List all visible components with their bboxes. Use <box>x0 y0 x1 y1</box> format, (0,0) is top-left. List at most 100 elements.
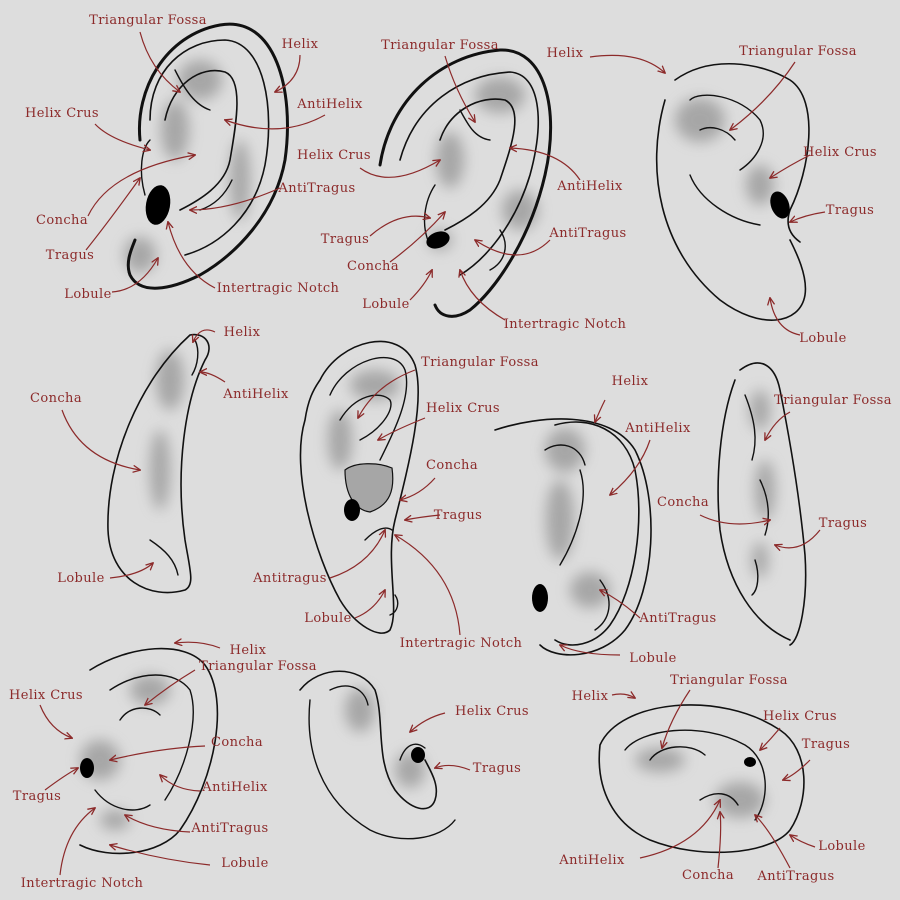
ear-2-antitragus-label: AntiTragus <box>548 226 626 241</box>
ear-4-lobule-label: Lobule <box>57 571 104 586</box>
ear-10-antihelix-arrow <box>639 800 720 859</box>
ear-1-antitragus-label: AntiTragus <box>277 181 355 196</box>
ear-1-antihelix-arrow <box>225 114 326 130</box>
ear-2-lobule-arrow <box>409 270 432 301</box>
ear-8-concha-arrow <box>110 745 206 760</box>
ear-9-tragus-label: Tragus <box>473 761 521 776</box>
ear-3-shading <box>675 98 774 205</box>
ear-2-triangular-fossa-label: Triangular Fossa <box>381 38 499 53</box>
ear-10-helix-crus-arrow <box>760 727 781 750</box>
ear-8-intertragic-notch-arrow <box>59 808 95 876</box>
ear-5-intertragic-notch-label: Intertragic Notch <box>400 636 523 651</box>
ear-8-antitragus-arrow <box>125 815 191 833</box>
ear-1-tragus-label: Tragus <box>46 248 94 263</box>
ear-5-concha-label: Concha <box>426 458 478 473</box>
ear-7-triangular-fossa-label: Triangular Fossa <box>774 393 892 408</box>
ear-8-helix-label: Helix <box>230 643 267 658</box>
ear-10-helix-label: Helix <box>572 689 609 704</box>
ear-9-helix-crus-arrow <box>410 712 446 732</box>
ear-5-lobule-arrow <box>354 590 385 619</box>
ear-1-intertragic-notch-label: Intertragic Notch <box>217 281 340 296</box>
ear-2-canal <box>426 231 450 249</box>
ear-10-outline <box>598 704 805 854</box>
ear-1-intertragic-notch-arrow <box>168 222 216 289</box>
ear-2-helix-arrow <box>589 54 665 73</box>
ear-1-helix-arrow <box>275 54 301 92</box>
ear-8-antitragus-label: AntiTragus <box>190 821 268 836</box>
ear-1-triangular-fossa-arrow <box>139 31 180 92</box>
ear-1-lobule-arrow <box>111 258 158 293</box>
ear-10-tragus-label: Tragus <box>802 737 850 752</box>
ear-8-antihelix-arrow <box>160 775 201 792</box>
ear-1-antihelix-label: AntiHelix <box>296 97 363 112</box>
ear-2-antihelix-label: AntiHelix <box>556 179 623 194</box>
ear-5-canal <box>344 499 360 521</box>
ear-4-concha-arrow <box>61 409 140 470</box>
ear-8-helix-crus-arrow <box>39 704 72 738</box>
ear-8-intertragic-notch-label: Intertragic Notch <box>21 876 144 891</box>
ear-10-helix-arrow <box>611 694 635 698</box>
ear-8-concha-label: Concha <box>211 735 263 750</box>
ear-3-canal <box>770 191 790 219</box>
ear-6-antihelix-label: AntiHelix <box>624 421 691 436</box>
ear-3-triangular-fossa-label: Triangular Fossa <box>739 44 857 59</box>
ear-6-antitragus-arrow <box>600 590 641 619</box>
ear-4-helix-label: Helix <box>224 325 261 340</box>
ear-2-helix-crus-arrow <box>359 160 440 178</box>
ear-1-triangular-fossa-label: Triangular Fossa <box>89 13 207 28</box>
ear-10-lobule-arrow <box>790 835 816 848</box>
ear-3-tragus-arrow <box>790 211 826 222</box>
ear-2-intertragic-notch-arrow <box>460 270 506 321</box>
ear-1-helix-label: Helix <box>282 37 319 52</box>
ear-1-helix-crus-label: Helix Crus <box>25 106 99 121</box>
ear-8-triangular-fossa-label: Triangular Fossa <box>199 659 317 674</box>
ear-2-antihelix-arrow <box>510 148 581 181</box>
ear-7-tragus-arrow <box>775 529 821 548</box>
ear-7-shading <box>750 390 775 578</box>
ear-4-antihelix-arrow <box>200 372 226 383</box>
ear-2-lobule-label: Lobule <box>362 297 409 312</box>
ear-3-lobule-label: Lobule <box>799 331 846 346</box>
ear-9-helix-crus-label: Helix Crus <box>455 704 529 719</box>
ear-10-concha-label: Concha <box>682 868 734 883</box>
ear-4-antihelix-label: AntiHelix <box>222 387 289 402</box>
ear-5-tragus-label: Tragus <box>434 508 482 523</box>
ear-3-triangular-fossa-arrow <box>730 61 796 130</box>
ear-5-shading <box>328 370 400 470</box>
ear-2-intertragic-notch-label: Intertragic Notch <box>504 317 627 332</box>
ear-10-concha-arrow <box>718 812 721 869</box>
ear-2-helix-label: Helix <box>547 46 584 61</box>
ear-7-outline <box>717 362 807 646</box>
ear-7-concha-label: Concha <box>657 495 709 510</box>
ear-1-outline <box>126 22 289 290</box>
ear-8-tragus-label: Tragus <box>13 789 61 804</box>
ear-5-intertragic-notch-arrow <box>395 535 461 636</box>
ear-5-triangular-fossa-label: Triangular Fossa <box>421 355 539 370</box>
ear-2-antitragus-arrow <box>475 240 551 256</box>
ear-10-canal <box>744 757 756 767</box>
ear-1-helix-crus-arrow <box>94 123 150 150</box>
ear-5-tragus-arrow <box>405 514 441 520</box>
ear-6-lobule-label: Lobule <box>629 651 676 666</box>
ear-8-triangular-fossa-arrow <box>145 669 196 705</box>
ear-5-helix-crus-label: Helix Crus <box>426 401 500 416</box>
ear-8-lobule-arrow <box>110 845 211 866</box>
ear-8-helix-crus-label: Helix Crus <box>9 688 83 703</box>
ear-5-concha-arrow <box>400 477 436 500</box>
ear-8-canal <box>80 758 94 778</box>
ear-10-antitragus-arrow <box>755 815 791 869</box>
ear-9-tragus-arrow <box>435 765 471 771</box>
ear-6-lobule-arrow <box>560 645 621 656</box>
ear-5-triangular-fossa-arrow <box>358 369 416 418</box>
